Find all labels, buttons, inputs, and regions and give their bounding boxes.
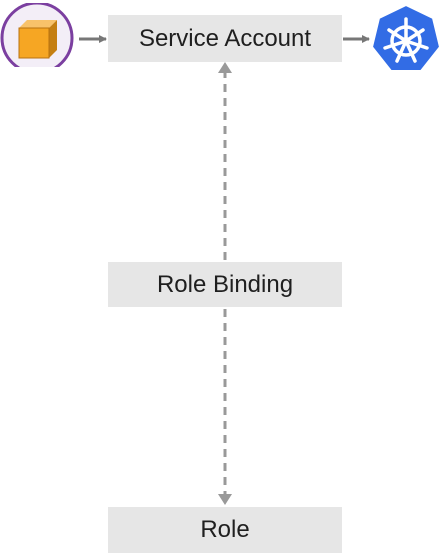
service-account-node: Service Account — [108, 15, 342, 62]
arrowhead-up — [218, 62, 232, 73]
role-binding-node: Role Binding — [108, 262, 342, 307]
kubernetes-icon — [370, 3, 442, 72]
role-label: Role — [200, 516, 250, 543]
role-binding-label: Role Binding — [156, 270, 294, 298]
pod-cube-icon — [0, 3, 74, 67]
role-node: Role — [108, 507, 342, 553]
service-account-label: Service Account — [138, 24, 312, 52]
arrowhead-down — [218, 494, 232, 505]
